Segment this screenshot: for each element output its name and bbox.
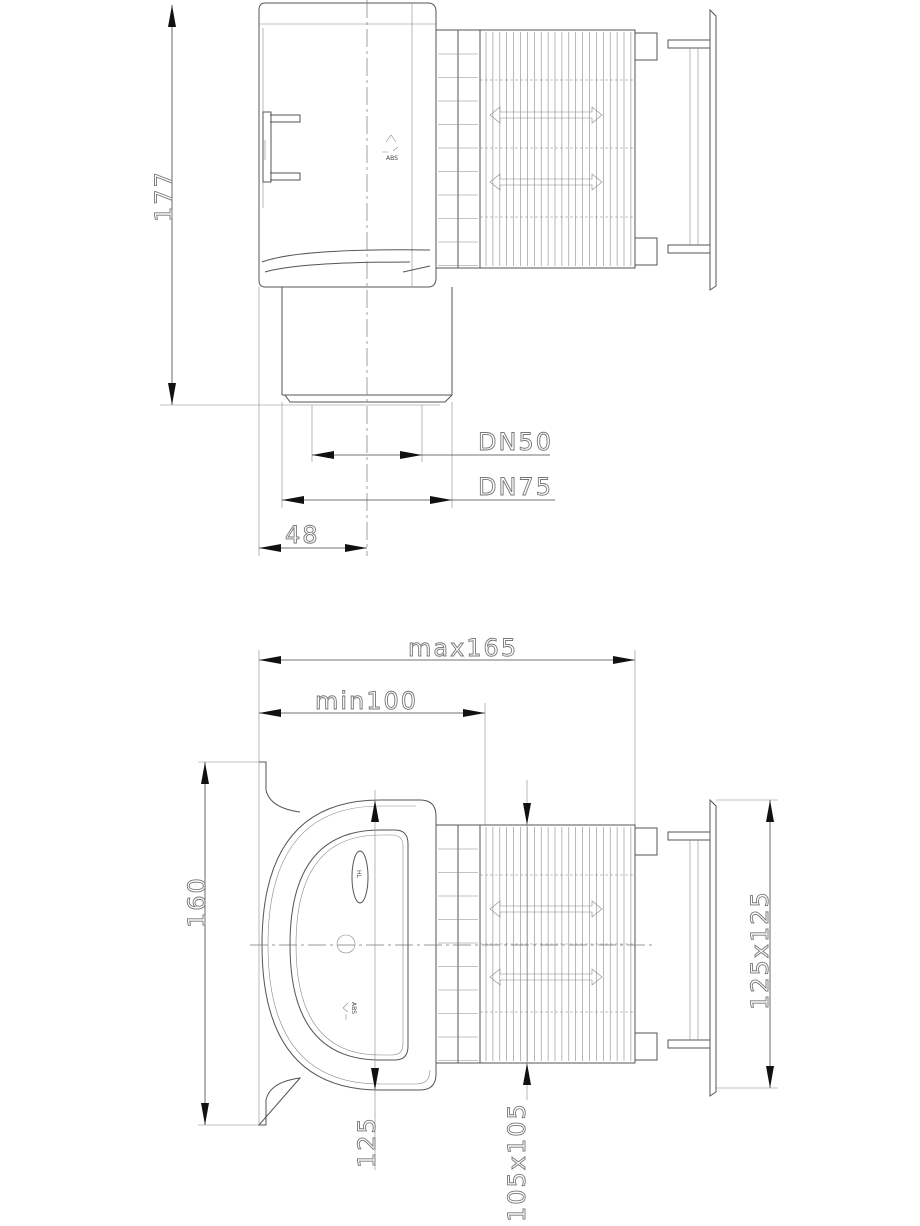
d-shaped-body <box>261 799 437 1091</box>
svg-text:ABS: ABS <box>386 155 398 162</box>
dimension-dn75: DN75 <box>282 473 555 504</box>
ribbed-extension <box>435 29 658 269</box>
dimension-label: max165 <box>408 634 518 662</box>
dimension-max165: max165 <box>258 634 636 830</box>
dimension-label: DN50 <box>478 428 553 456</box>
mounting-flange <box>257 761 302 1126</box>
dimension-125: 125 <box>353 790 381 1170</box>
side-view: ABS 177 DN50 <box>150 0 717 556</box>
svg-text:HL: HL <box>355 870 362 879</box>
body-lip <box>261 249 431 273</box>
dimension-177: 177 <box>150 5 440 406</box>
cover-plate <box>667 798 717 1097</box>
dimension-48: 48 <box>259 521 367 552</box>
body-outline <box>258 2 437 288</box>
dimension-label: 160 <box>183 876 211 928</box>
hl-logo: HL <box>351 850 369 904</box>
dimension-min100: min100 <box>259 687 486 825</box>
dimension-105x105: 105x105 <box>503 780 531 1222</box>
side-clip <box>262 111 301 183</box>
recycle-abs-icon: ABS <box>382 134 399 162</box>
recycle-abs-icon: ABS <box>342 1002 357 1020</box>
dimension-160: 160 <box>183 761 265 1126</box>
ribbed-extension <box>435 824 658 1064</box>
cover-plate <box>667 8 717 291</box>
dimension-label: DN75 <box>478 473 553 501</box>
svg-text:ABS: ABS <box>350 1002 357 1014</box>
dimension-label: 177 <box>150 170 178 222</box>
dimension-label: 48 <box>285 521 320 549</box>
dimension-label: 105x105 <box>503 1102 531 1222</box>
dimension-dn50: DN50 <box>312 428 553 459</box>
top-view: max165 min100 160 HL <box>183 634 778 1222</box>
dimension-125x125: 125x125 <box>716 799 778 1089</box>
dimension-label: min100 <box>315 687 418 715</box>
dimension-label: 125 <box>353 1116 381 1168</box>
dimension-label: 125x125 <box>746 890 774 1010</box>
